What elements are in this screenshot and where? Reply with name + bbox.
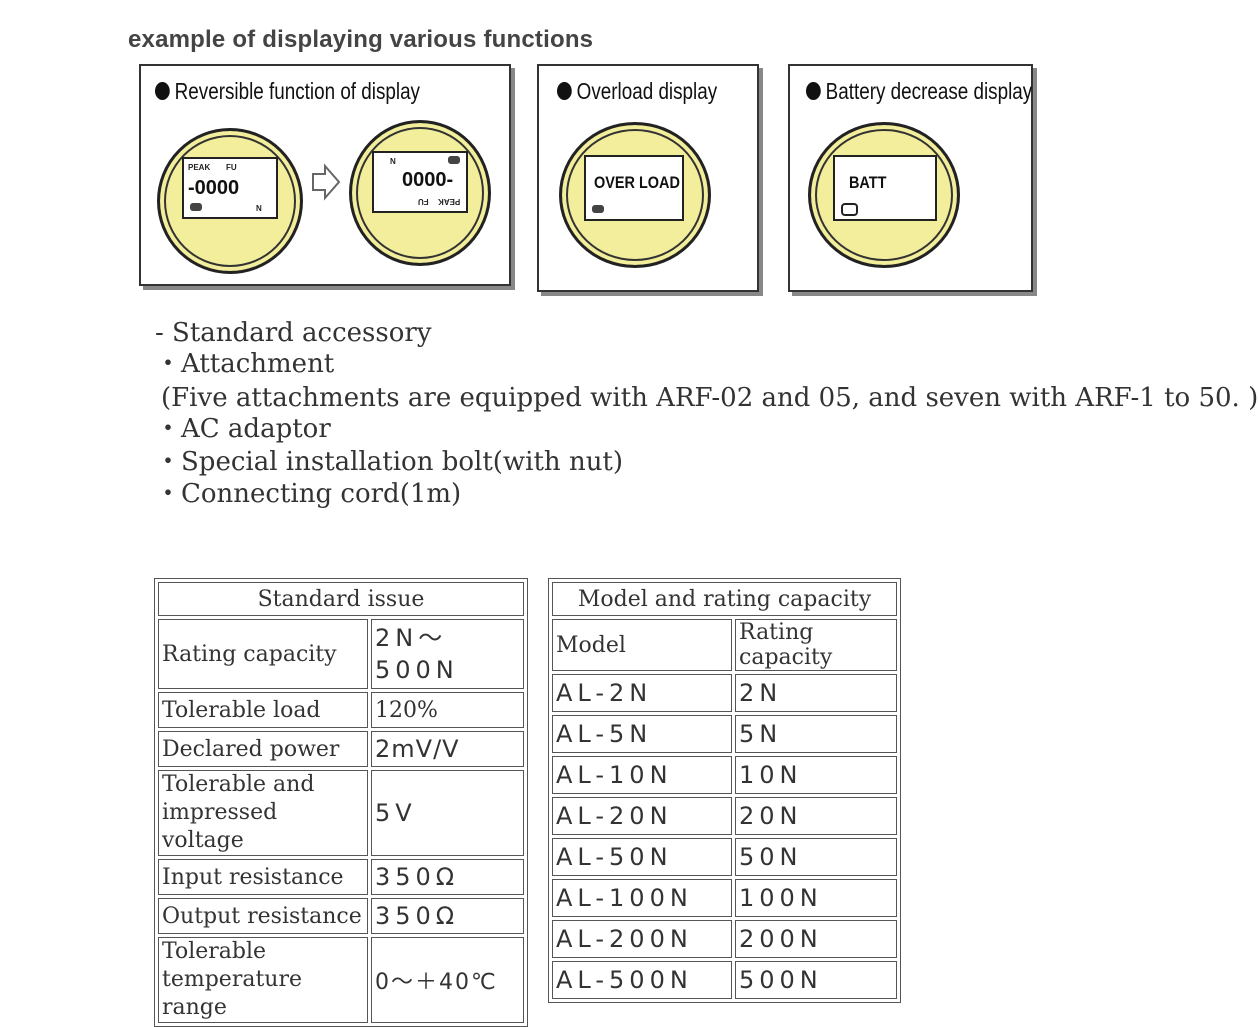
capacity-cell: 10N: [735, 756, 897, 794]
model-cell: AL-50N: [552, 838, 732, 876]
overload-panel-title: Overload display: [557, 78, 717, 105]
lcd-screen-overload: OVER LOAD: [584, 155, 684, 221]
spec-label: Input resistance: [158, 859, 368, 895]
page-heading: example of displaying various functions: [128, 26, 594, 53]
lcd-screen-normal: PEAK FU -0000 N: [182, 157, 278, 219]
model-cell: AL-200N: [552, 920, 732, 958]
accessory-item: ・AC adaptor: [155, 414, 331, 444]
standard-accessory-list: - Standard accessory ・Attachment (Five a…: [155, 318, 1258, 510]
spec-label: Tolerable load: [158, 692, 368, 728]
lcd-screen-battery: BATT: [833, 155, 937, 221]
battery-icon: [592, 205, 604, 213]
overload-text: OVER LOAD: [594, 173, 680, 192]
reversible-display-panel: Reversible function of display PEAK FU -…: [139, 64, 511, 286]
arrow-right-icon: [312, 163, 341, 201]
spec-label: Tolerable temperature range: [158, 937, 368, 1023]
spec-value: 5V: [371, 770, 524, 856]
reading-value: -0000: [188, 177, 240, 199]
fu-label: FU: [418, 197, 429, 206]
gauge-dial-reversed: N 0000- FU PEAK: [349, 120, 491, 266]
bullet-icon: [557, 81, 572, 100]
unit-label: N: [390, 157, 396, 166]
unit-label: N: [256, 204, 262, 213]
spec-label: Declared power: [158, 731, 368, 767]
battery-low-icon: [841, 203, 858, 216]
lcd-screen-reversed: N 0000- FU PEAK: [372, 151, 468, 213]
model-cell: AL-20N: [552, 797, 732, 835]
capacity-cell: 20N: [735, 797, 897, 835]
bullet-icon: [155, 81, 170, 100]
gauge-dial-battery: BATT: [808, 122, 960, 268]
bullet-icon: [806, 81, 821, 100]
standard-issue-table: Standard issue Rating capacity 2N～500N T…: [154, 578, 528, 1027]
gauge-dial-overload: OVER LOAD: [559, 122, 711, 268]
column-header-model: Model: [552, 619, 732, 671]
accessory-item: ・Special installation bolt(with nut): [155, 447, 624, 477]
model-cell: AL-5N: [552, 715, 732, 753]
battery-icon: [190, 203, 202, 211]
fu-label: FU: [226, 163, 237, 172]
model-cell: AL-500N: [552, 961, 732, 999]
battery-panel-title: Battery decrease display: [806, 78, 1032, 105]
spec-value: 2mV/V: [371, 731, 524, 767]
battery-icon: [448, 156, 460, 164]
peak-label: PEAK: [438, 197, 461, 206]
spec-value: 120%: [371, 692, 524, 728]
overload-display-panel: Overload display OVER LOAD: [537, 64, 759, 292]
capacity-cell: 500N: [735, 961, 897, 999]
capacity-cell: 100N: [735, 879, 897, 917]
battery-display-panel: Battery decrease display BATT: [788, 64, 1033, 292]
spec-value: 350Ω: [371, 898, 524, 934]
model-cell: AL-2N: [552, 674, 732, 712]
accessory-item: ・Attachment: [155, 349, 335, 379]
capacity-cell: 50N: [735, 838, 897, 876]
column-header-capacity: Rating capacity: [735, 619, 897, 671]
spec-value: 2N～500N: [371, 619, 524, 689]
model-table-title: Model and rating capacity: [552, 582, 897, 616]
battery-text: BATT: [849, 173, 887, 192]
spec-value: 0～＋40℃: [371, 937, 524, 1023]
standard-issue-title: Standard issue: [158, 582, 524, 616]
spec-label: Tolerable and impressed voltage: [158, 770, 368, 856]
spec-value: 350Ω: [371, 859, 524, 895]
model-cell: AL-10N: [552, 756, 732, 794]
model-rating-table: Model and rating capacity Model Rating c…: [548, 578, 901, 1003]
spec-label: Rating capacity: [158, 619, 368, 689]
spec-label: Output resistance: [158, 898, 368, 934]
accessory-note: (Five attachments are equipped with ARF-…: [161, 383, 1258, 413]
capacity-cell: 2N: [735, 674, 897, 712]
accessory-heading: - Standard accessory: [155, 318, 432, 348]
model-cell: AL-100N: [552, 879, 732, 917]
peak-label: PEAK: [188, 163, 211, 172]
reversible-panel-title: Reversible function of display: [155, 78, 420, 105]
accessory-item: ・Connecting cord(1m): [155, 479, 462, 509]
capacity-cell: 200N: [735, 920, 897, 958]
reading-value: 0000-: [402, 169, 454, 191]
capacity-cell: 5N: [735, 715, 897, 753]
gauge-dial-normal: PEAK FU -0000 N: [157, 128, 303, 274]
